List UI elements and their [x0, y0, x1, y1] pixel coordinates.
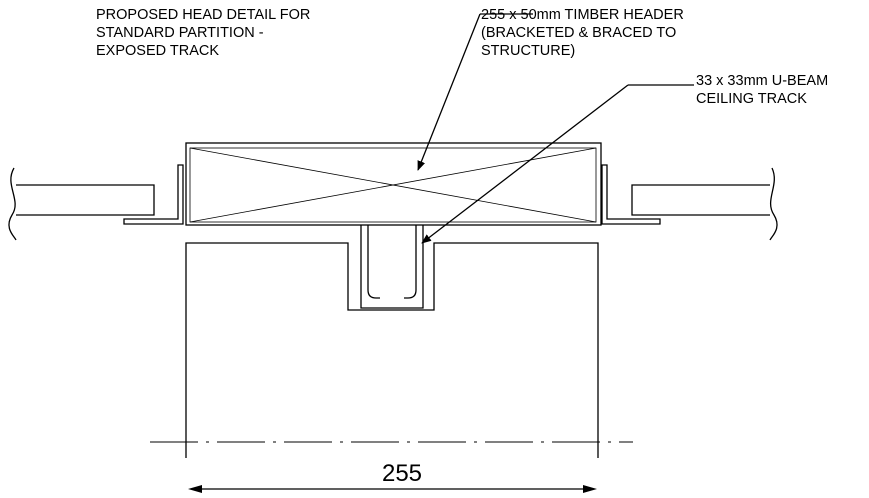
detail-title-note: PROPOSED HEAD DETAIL FOR STANDARD PARTIT…: [96, 6, 310, 60]
timber-header-line-2: (BRACKETED & BRACED TO: [481, 25, 677, 41]
ceiling-track-line-2: CEILING TRACK: [696, 91, 807, 107]
right-break-line: [769, 167, 778, 241]
dimension-value: 255: [381, 460, 423, 487]
ceiling-track-line-1: 33 x 33mm U-BEAM: [696, 73, 829, 89]
u-beam-ceiling-track: [360, 225, 424, 309]
timber-header-line-3: STRUCTURE): [481, 43, 576, 59]
title-line-1: PROPOSED HEAD DETAIL FOR: [96, 7, 311, 23]
title-line-3: EXPOSED TRACK: [96, 43, 220, 59]
timber-header-line-1: 255 x 50mm TIMBER HEADER: [481, 7, 684, 23]
dimension-arrow-right: [583, 485, 597, 493]
dimension-arrow-left: [188, 485, 202, 493]
ceiling-track-leader: [421, 84, 694, 244]
right-ceiling-panel: [631, 167, 778, 241]
timber-header: [185, 142, 602, 226]
right-wall-angle: [601, 164, 661, 225]
timber-header-note: 255 x 50mm TIMBER HEADER (BRACKETED & BR…: [481, 6, 684, 60]
partition-wall: [185, 242, 599, 458]
ceiling-track-note: 33 x 33mm U-BEAM CEILING TRACK: [696, 72, 828, 108]
left-break-line: [8, 167, 17, 241]
left-wall-angle: [123, 164, 184, 225]
timber-header-leader: [417, 13, 533, 171]
left-ceiling-panel: [8, 167, 155, 241]
title-line-2: STANDARD PARTITION -: [96, 25, 264, 41]
